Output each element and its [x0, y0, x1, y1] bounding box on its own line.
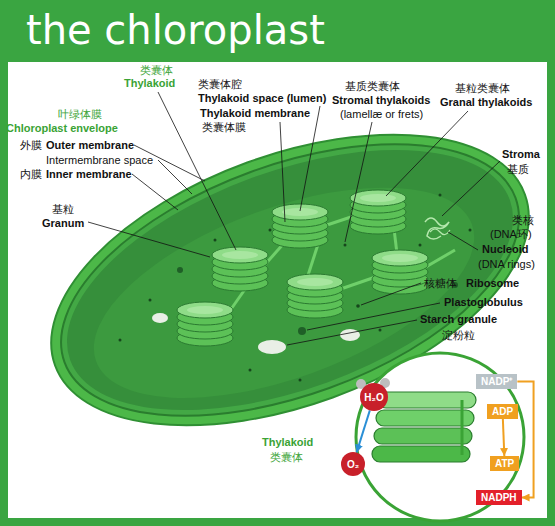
reaction-arrow — [503, 419, 504, 456]
part-label: 核糖体 — [424, 277, 457, 290]
diagram-title: the chloroplast — [26, 6, 325, 54]
part-label: 淀粉粒 — [442, 329, 475, 342]
part-label: 类囊体 — [140, 64, 173, 77]
cofactor-box: ATP — [490, 456, 519, 471]
part-label: (DNA环) — [490, 228, 532, 241]
part-label: Granum — [42, 217, 84, 230]
part-label: 基质 — [507, 163, 529, 176]
part-label: Ribosome — [466, 277, 519, 290]
part-label: Starch granule — [420, 313, 497, 326]
node-text: NADPH — [481, 492, 517, 503]
part-label: 类核 — [512, 214, 534, 227]
part-label: 类囊体腔 — [198, 78, 242, 91]
part-label: (lamellæ or frets) — [340, 108, 423, 121]
part-label: 基粒类囊体 — [455, 82, 510, 95]
part-label: 基粒 — [52, 203, 74, 216]
part-label: Thylakoid — [262, 436, 313, 449]
part-label: Nucleoid — [482, 243, 528, 256]
part-label: Granal thylakoids — [440, 96, 532, 109]
molecule-circle: O₂ — [341, 452, 365, 476]
part-label: Outer membrane — [46, 139, 134, 152]
part-label: Chloroplast envelope — [6, 122, 118, 135]
part-label: Thylakoid membrane — [200, 107, 310, 120]
reaction-arrow — [517, 382, 533, 498]
part-label: Plastoglobulus — [444, 296, 523, 309]
node-text: NADP⁺ — [481, 376, 512, 387]
node-text: ATP — [495, 458, 514, 469]
cofactor-box: NADP⁺ — [476, 374, 517, 389]
cofactor-box: NADPH — [476, 490, 522, 505]
part-label: Stromal thylakoids — [332, 94, 430, 107]
part-label: 基质类囊体 — [345, 80, 400, 93]
part-label: 叶绿体膜 — [58, 108, 102, 121]
part-label: (DNA rings) — [478, 258, 535, 271]
node-text: O₂ — [347, 458, 359, 471]
part-label: 内膜 — [20, 168, 42, 181]
molecule-circle: H₂O — [360, 383, 388, 411]
cofactor-box: ADP — [487, 404, 518, 419]
part-label: 类囊体 — [270, 451, 303, 464]
part-label: Thylakoid space (lumen) — [198, 92, 326, 105]
part-label: Thylakoid — [124, 77, 175, 90]
part-label: Intermembrane space — [46, 154, 153, 167]
part-label: Inner membrane — [46, 168, 132, 181]
part-label: 类囊体膜 — [202, 121, 246, 134]
reaction-arrow — [357, 410, 370, 452]
node-text: ADP — [492, 406, 513, 417]
part-label: 外膜 — [20, 139, 42, 152]
part-label: Stroma — [502, 148, 540, 161]
node-text: H₂O — [364, 391, 383, 404]
